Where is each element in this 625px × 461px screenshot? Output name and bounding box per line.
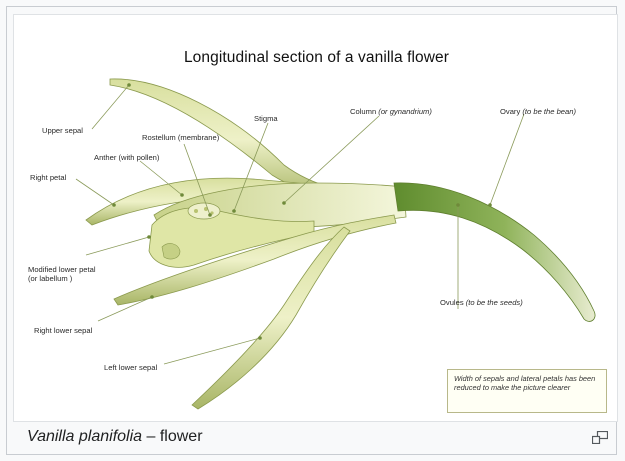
vanilla-flower-diagram[interactable]: Longitudinal section of a vanilla flower… (13, 14, 618, 422)
caption-rest: – flower (142, 428, 202, 445)
label-right-lower-sepal: Right lower sepal (34, 326, 92, 335)
anther-shape (188, 203, 220, 219)
label-upper-sepal: Upper sepal (42, 126, 83, 135)
label-anther: Anther (with pollen) (94, 153, 159, 162)
note-box: Width of sepals and lateral petals has b… (447, 369, 607, 413)
label-column: Column (or gynandrium) (350, 107, 432, 116)
diagram-title: Longitudinal section of a vanilla flower (14, 49, 618, 67)
label-modified-lower-petal: Modified lower petal (or labellum ) (28, 265, 96, 283)
label-stigma: Stigma (254, 114, 278, 123)
label-ovules: Ovules (to be the seeds) (440, 298, 523, 307)
figure-caption: Vanilla planifolia – flower (27, 428, 203, 446)
flower-illustration (14, 15, 618, 422)
label-rostellum: Rostellum (membrane) (142, 133, 219, 142)
label-ovary: Ovary (to be the bean) (500, 107, 576, 116)
label-right-petal: Right petal (30, 173, 66, 182)
label-left-lower-sepal: Left lower sepal (104, 363, 157, 372)
enlarge-icon[interactable] (592, 431, 608, 444)
caption-species: Vanilla planifolia (27, 428, 142, 445)
